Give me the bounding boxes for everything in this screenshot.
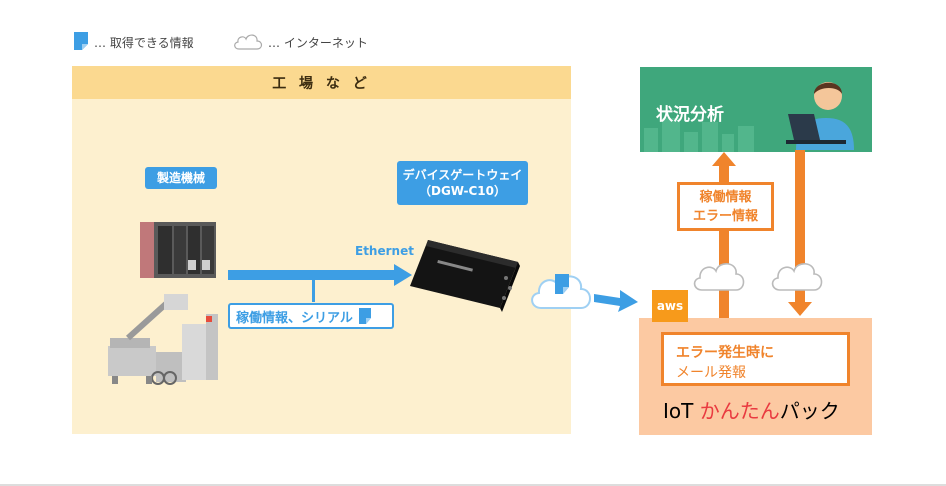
aws-logo-text: aws (656, 299, 684, 313)
bottom-divider (0, 484, 946, 486)
building-silhouette (644, 118, 754, 152)
gateway-label-line1: デバイスゲートウェイ (402, 168, 523, 182)
error-upload-arrow (712, 152, 736, 320)
factory-machine-image (108, 294, 218, 385)
serial-arrow (228, 264, 412, 302)
serial-info-box: 稼働情報、シリアル (228, 303, 394, 329)
aws-logo: aws (652, 290, 688, 322)
mail-down-arrow (788, 150, 812, 316)
legend-info-label: … 取得できる情報 (94, 36, 194, 50)
analyst-person-icon (786, 82, 854, 150)
cloud-icon (234, 34, 263, 50)
machine-label: 製造機械 (145, 167, 217, 189)
serial-info-label: 稼働情報、シリアル (236, 310, 353, 326)
alert-line1: エラー発生時に (676, 345, 774, 361)
plc-device-image (140, 222, 216, 278)
gateway-label: デバイスゲートウェイ （DGW-C10） (397, 161, 528, 205)
gateway-device-image (410, 240, 520, 312)
iot-pack-title: IoT かんたんパック (663, 395, 840, 424)
info-doc-icon (555, 274, 569, 294)
internet-cloud-icon (771, 263, 823, 291)
iot-pack-highlight: かんたん (699, 399, 780, 423)
upload-arrow (594, 290, 638, 312)
legend-internet-label: … インターネット (268, 36, 368, 50)
iot-pack-prefix: IoT (663, 399, 694, 423)
upload-info-line1: 稼働情報 (699, 190, 752, 205)
ethernet-label: Ethernet (355, 244, 414, 258)
factory-title: 工 場 な ど (72, 66, 571, 99)
info-doc-icon (74, 32, 88, 50)
internet-cloud-icon (693, 263, 745, 291)
analysis-title: 状況分析 (656, 105, 724, 125)
gateway-label-line2: （DGW-C10） (419, 184, 506, 198)
alert-box (661, 332, 850, 386)
upload-info-box: 稼働情報 エラー情報 (677, 182, 774, 231)
info-doc-icon (358, 308, 371, 324)
upload-info-line2: エラー情報 (692, 209, 758, 224)
alert-line2: メール発報 (676, 365, 746, 381)
iot-pack-suffix: パック (779, 399, 840, 423)
